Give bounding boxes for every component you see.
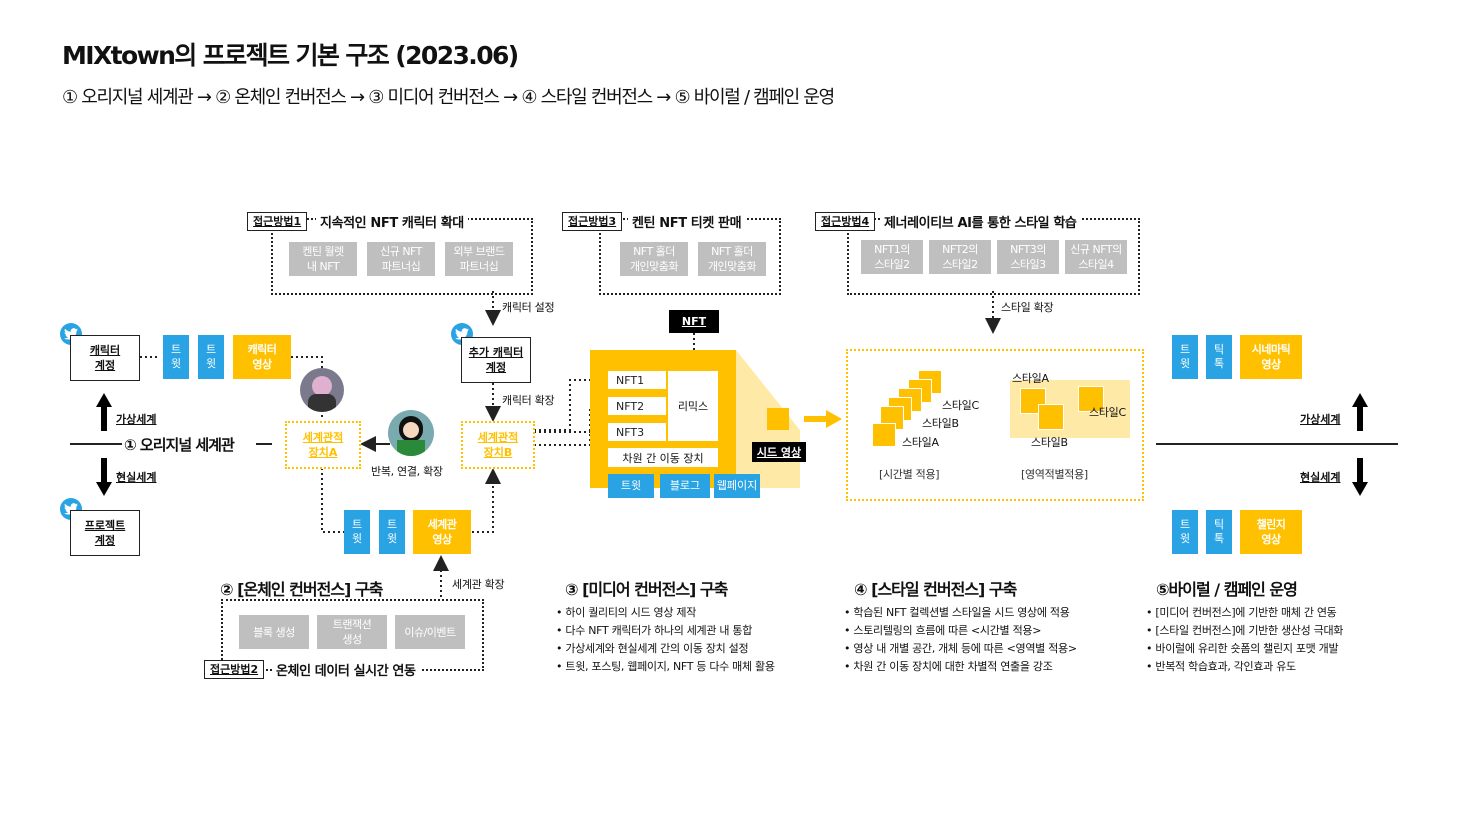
style-a-time: 스타일A <box>902 436 939 449</box>
nft-1: NFT1 <box>608 371 666 389</box>
section3-bullet: 트윗, 포스팅, 웹페이지, NFT 등 다수 매체 활용 <box>556 658 775 676</box>
approach3-tag: 접근방법3 <box>562 212 623 231</box>
character-avatar-2 <box>388 410 434 456</box>
right-tiktok-2: 틱 톡 <box>1206 510 1232 554</box>
section5-title: ⑤바이럴 / 캠페인 운영 <box>1156 580 1298 599</box>
media-output-blog: 블로그 <box>660 474 710 498</box>
approach1-box-1: 켄틴 월렛 내 NFT <box>289 242 357 276</box>
approach3-title: 켄틴 NFT 티켓 판매 <box>628 212 746 231</box>
approach2-box-3: 이슈/이벤트 <box>395 615 465 649</box>
left-tweet-1: 트 윗 <box>163 335 189 379</box>
approach1-arrow-label: 캐릭터 설정 <box>502 301 555 314</box>
page-title: MIXtown의 프로젝트 기본 구조 (2023.06) <box>62 41 519 70</box>
approach3-box-2: NFT 홀더 개인맞춤화 <box>698 242 766 276</box>
section5-bullet: [미디어 컨버전스]에 기반한 매체 간 연동 <box>1146 604 1343 622</box>
style-c-time: 스타일C <box>942 399 979 412</box>
extra-character-account: 추가 캐릭터 계정 <box>461 337 531 383</box>
challenge-video: 챌린지 영상 <box>1240 510 1302 554</box>
style-b-area: 스타일B <box>1031 436 1068 449</box>
section3-bullets: 하이 퀄리티의 시드 영상 제작 다수 NFT 캐릭터가 하나의 세계관 내 통… <box>556 604 775 676</box>
approach4-box-1: NFT1의 스타일2 <box>861 240 923 274</box>
style-square <box>1078 386 1104 412</box>
approach1-tag: 접근방법1 <box>247 212 308 231</box>
right-tweet-2: 트 윗 <box>1172 510 1198 554</box>
approach2-arrow-label: 세계관 확장 <box>452 578 505 591</box>
world-video: 세계관 영상 <box>413 510 471 554</box>
left-tweet-2: 트 윗 <box>198 335 224 379</box>
approach4-box-2: NFT2의 스타일2 <box>929 240 991 274</box>
center-tweet-2: 트 윗 <box>379 510 405 554</box>
approach2-tag: 접근방법2 <box>204 660 265 679</box>
real-world-right: 현실세계 <box>1300 471 1341 484</box>
page-subtitle: ① 오리지널 세계관 → ② 온체인 컨버전스 → ③ 미디어 컨버전스 → ④… <box>62 87 835 108</box>
real-world-left: 현실세계 <box>116 471 157 484</box>
approach2-box-1: 블록 생성 <box>239 615 309 649</box>
section4-bullet: 차원 간 이동 장치에 대한 차별적 연출을 강조 <box>844 658 1077 676</box>
nft-3: NFT3 <box>608 423 666 441</box>
remix-box: 리믹스 <box>668 371 718 441</box>
section3-title: ③ [미디어 컨버전스] 구축 <box>565 580 728 599</box>
seed-video-square <box>767 408 789 430</box>
section3-bullet: 하이 퀄리티의 시드 영상 제작 <box>556 604 775 622</box>
world-device-b: 세계관적 장치B <box>461 421 535 469</box>
section4-bullet: 학습된 NFT 컬렉션별 스타일을 시드 영상에 적용 <box>844 604 1077 622</box>
character-account: 캐릭터 계정 <box>70 335 140 381</box>
right-tweet: 트 윗 <box>1172 335 1198 379</box>
character-video: 캐릭터 영상 <box>233 335 291 379</box>
nft-2: NFT2 <box>608 397 666 415</box>
style-b-time: 스타일B <box>922 417 959 430</box>
section4-title: ④ [스타일 컨버전스] 구축 <box>854 580 1017 599</box>
project-account: 프로젝트 계정 <box>70 510 140 556</box>
area-apply-label: [영역적별적용] <box>1021 468 1088 481</box>
character-expand-label: 캐릭터 확장 <box>502 394 555 407</box>
section5-bullet: 바이럴에 유리한 숏폼의 챌린지 포맷 개발 <box>1146 640 1343 658</box>
dimension-travel-device: 차원 간 이동 장치 <box>608 448 718 467</box>
style-square <box>1038 404 1064 430</box>
right-tiktok: 틱 톡 <box>1206 335 1232 379</box>
nft-label: NFT <box>669 310 719 333</box>
media-output-tweet: 트윗 <box>608 474 654 498</box>
approach2-title: 온체인 데이터 실시간 연동 <box>272 660 420 679</box>
approach4-box-3: NFT3의 스타일3 <box>997 240 1059 274</box>
style-a-area: 스타일A <box>1012 372 1049 385</box>
seed-video-label: 시드 영상 <box>752 442 806 462</box>
approach2-box-2: 트랜잭션 생성 <box>317 615 387 649</box>
section5-bullet: 반복적 학습효과, 각인효과 유도 <box>1146 658 1343 676</box>
section4-bullet: 스토리텔링의 흐름에 따른 <시간별 적용> <box>844 622 1077 640</box>
section3-bullet: 다수 NFT 캐릭터가 하나의 세계관 내 통합 <box>556 622 775 640</box>
original-world-label: ① 오리지널 세계관 <box>124 436 235 454</box>
section4-bullets: 학습된 NFT 컬렉션별 스타일을 시드 영상에 적용 스토리텔링의 흐름에 따… <box>844 604 1077 676</box>
character-avatar-1 <box>300 368 344 412</box>
time-apply-label: [시간별 적용] <box>879 468 940 481</box>
approach1-box-3: 외부 브랜드 파트너십 <box>445 242 513 276</box>
section5-bullets: [미디어 컨버전스]에 기반한 매체 간 연동 [스타일 컨버전스]에 기반한 … <box>1146 604 1343 676</box>
approach1-box-2: 신규 NFT 파트너십 <box>367 242 435 276</box>
approach3-box-1: NFT 홀더 개인맞춤화 <box>620 242 688 276</box>
virtual-world-left: 가상세계 <box>116 413 157 426</box>
repeat-connect-label: 반복, 연결, 확장 <box>371 465 443 478</box>
media-output-webpage: 웹페이지 <box>714 474 760 498</box>
approach4-title: 제너레이티브 AI를 통한 스타일 학습 <box>880 212 1081 231</box>
cinematic-video: 시네마틱 영상 <box>1240 335 1302 379</box>
virtual-world-right: 가상세계 <box>1300 413 1341 426</box>
approach1-title: 지속적인 NFT 캐릭터 확대 <box>316 212 468 231</box>
world-device-a: 세계관적 장치A <box>285 421 361 469</box>
approach4-box-4: 신규 NFT의 스타일4 <box>1065 240 1127 274</box>
style-square <box>872 423 896 447</box>
center-tweet-1: 트 윗 <box>344 510 370 554</box>
style-c-area: 스타일C <box>1089 406 1126 419</box>
section2-title: ② [온체인 컨버전스] 구축 <box>220 580 383 599</box>
section4-bullet: 영상 내 개별 공간, 개체 등에 따른 <영역별 적용> <box>844 640 1077 658</box>
approach4-tag: 접근방법4 <box>815 212 876 231</box>
section3-bullet: 가상세계와 현실세계 간의 이동 장치 설정 <box>556 640 775 658</box>
section5-bullet: [스타일 컨버전스]에 기반한 생산성 극대화 <box>1146 622 1343 640</box>
approach4-arrow-label: 스타일 확장 <box>1001 301 1054 314</box>
style-convergence-box <box>846 349 1144 501</box>
